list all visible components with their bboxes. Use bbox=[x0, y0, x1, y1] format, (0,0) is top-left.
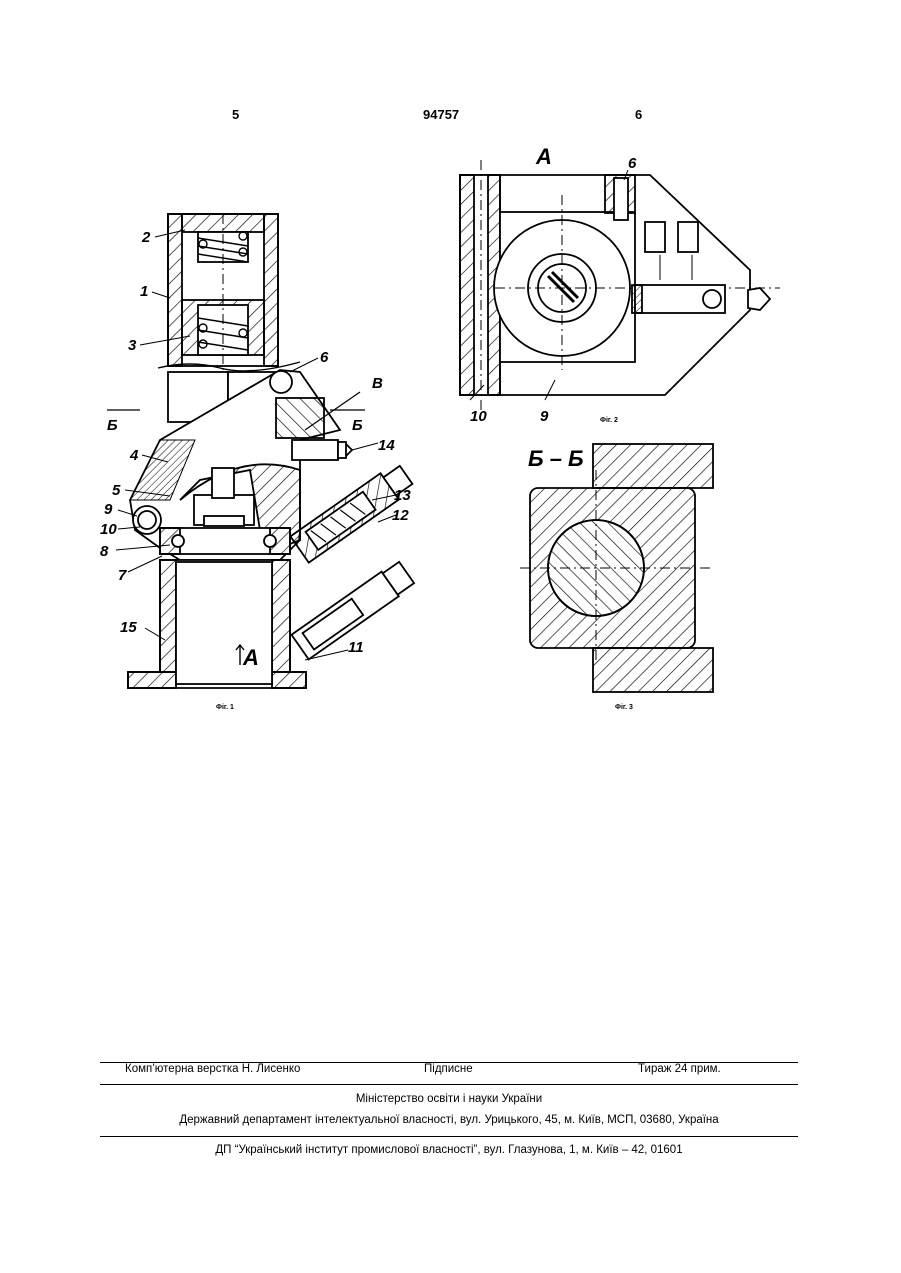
label-1: 1 bbox=[140, 283, 148, 300]
label-5: 5 bbox=[112, 482, 121, 499]
fig2-label-9: 9 bbox=[540, 408, 549, 425]
footer-rule-middle bbox=[100, 1084, 798, 1085]
footer-rule-bottom bbox=[100, 1136, 798, 1137]
label-8: 8 bbox=[100, 543, 109, 560]
fig2-label-6: 6 bbox=[628, 155, 637, 172]
figure-1-caption: Фіг. 1 bbox=[216, 703, 234, 711]
footer-circulation: Тираж 24 прим. bbox=[638, 1063, 721, 1075]
label-15: 15 bbox=[120, 619, 137, 636]
figure-2-caption: Фіг. 2 bbox=[600, 416, 618, 424]
label-11: 11 bbox=[348, 639, 364, 656]
figure-3-caption: Фіг. 3 bbox=[615, 703, 633, 711]
label-2: 2 bbox=[141, 229, 151, 246]
fig3-label-section: Б – Б bbox=[528, 446, 584, 471]
label-6: 6 bbox=[320, 349, 329, 366]
label-14: 14 bbox=[378, 437, 395, 454]
label-12: 12 bbox=[392, 507, 409, 524]
label-view-a: А bbox=[242, 645, 259, 670]
fig2-label-10: 10 bbox=[470, 408, 487, 425]
footer-signed: Підписне bbox=[424, 1063, 473, 1075]
label-3: 3 bbox=[128, 337, 137, 354]
label-7: 7 bbox=[118, 567, 127, 584]
label-view-v: В bbox=[372, 375, 383, 392]
footer-institute: ДП “Український інститут промислової вла… bbox=[100, 1144, 798, 1156]
label-13: 13 bbox=[394, 487, 411, 504]
figure-3 bbox=[520, 444, 713, 692]
footer-typesetting: Комп’ютерна верстка Н. Лисенко bbox=[125, 1063, 300, 1075]
figure-1 bbox=[107, 214, 415, 688]
label-10: 10 bbox=[100, 521, 117, 538]
fig2-label-view-a: А bbox=[535, 144, 552, 169]
label-9: 9 bbox=[104, 501, 113, 518]
footer-department: Державний департамент інтелектуальної вл… bbox=[100, 1114, 798, 1126]
figure-2 bbox=[460, 160, 780, 410]
label-section-b-right: Б bbox=[352, 417, 363, 434]
footer-ministry: Міністерство освіти і науки України bbox=[100, 1093, 798, 1105]
label-4: 4 bbox=[129, 447, 139, 464]
label-section-b-left: Б bbox=[107, 417, 118, 434]
